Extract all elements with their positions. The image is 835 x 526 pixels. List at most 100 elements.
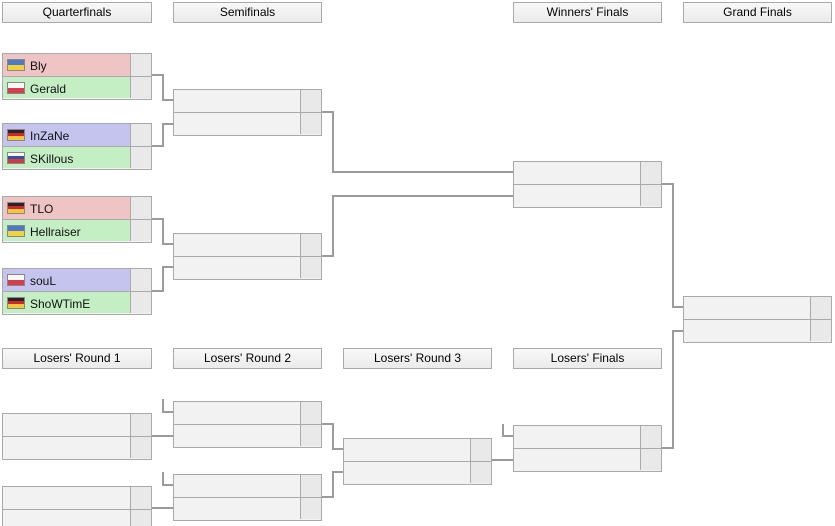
connector-line xyxy=(152,290,164,292)
match-quarterfinal-1: Bly Gerald xyxy=(2,53,152,100)
connector-line xyxy=(322,496,334,498)
empty-slot xyxy=(3,436,151,458)
match-losers-round2-1 xyxy=(173,401,322,448)
flag-germany-icon xyxy=(7,202,25,214)
score-cell xyxy=(810,297,831,319)
column-header-losers-round-1: Losers' Round 1 xyxy=(2,348,152,369)
connector-line xyxy=(152,74,164,76)
player-name: TLO xyxy=(30,201,54,216)
connector-line xyxy=(332,195,334,257)
connector-line xyxy=(162,411,173,413)
connector-line xyxy=(662,447,674,449)
empty-slot xyxy=(174,424,321,446)
flag-poland-icon xyxy=(7,274,25,286)
score-cell xyxy=(130,269,151,291)
player-row-skillous[interactable]: SKillous xyxy=(3,146,151,168)
connector-line xyxy=(332,471,343,473)
player-name: Hellraiser xyxy=(30,224,81,239)
player-name: SKillous xyxy=(30,151,74,166)
player-row-gerald[interactable]: Gerald xyxy=(3,76,151,98)
flag-germany-icon xyxy=(7,129,25,141)
connector-line xyxy=(322,255,334,257)
match-grand-finals xyxy=(683,296,832,343)
connector-line xyxy=(162,266,174,268)
column-header-grand-finals: Grand Finals xyxy=(683,2,832,23)
empty-slot xyxy=(174,256,321,278)
connector-line xyxy=(162,472,164,486)
column-header-semifinals: Semifinals xyxy=(173,2,322,23)
player-name: InZaNe xyxy=(30,128,70,143)
player-row-bly[interactable]: Bly xyxy=(3,54,151,76)
empty-slot xyxy=(174,402,321,424)
connector-line xyxy=(502,424,504,437)
connector-line xyxy=(162,266,164,292)
empty-slot xyxy=(174,475,321,497)
score-cell xyxy=(130,414,151,436)
match-winners-finals xyxy=(513,161,662,208)
flag-russia-icon xyxy=(7,152,25,164)
match-semifinal-2 xyxy=(173,233,322,280)
score-cell xyxy=(130,510,151,526)
score-cell xyxy=(300,234,321,256)
score-cell xyxy=(300,498,321,519)
connector-line xyxy=(332,171,513,173)
player-row-showtime[interactable]: ShoWTimE xyxy=(3,291,151,313)
score-cell xyxy=(640,185,661,206)
player-name: Bly xyxy=(30,58,47,73)
empty-slot xyxy=(174,112,321,134)
score-cell xyxy=(640,449,661,470)
score-cell xyxy=(130,437,151,458)
empty-slot xyxy=(3,414,151,436)
player-name: souL xyxy=(30,273,57,288)
empty-slot xyxy=(514,426,661,448)
connector-line xyxy=(162,243,174,245)
column-header-winners-finals: Winners' Finals xyxy=(513,2,662,23)
column-header-losers-round-2: Losers' Round 2 xyxy=(173,348,322,369)
empty-slot xyxy=(514,448,661,470)
connector-line xyxy=(162,123,174,125)
match-losers-finals xyxy=(513,425,662,472)
connector-line xyxy=(332,471,334,498)
connector-line xyxy=(162,399,164,412)
connector-line xyxy=(162,123,164,147)
player-row-hellraiser[interactable]: Hellraiser xyxy=(3,219,151,241)
connector-line xyxy=(332,111,334,173)
connector-line xyxy=(162,74,164,101)
empty-slot xyxy=(174,90,321,112)
player-row-tlo[interactable]: TLO xyxy=(3,197,151,219)
empty-slot xyxy=(344,461,491,483)
connector-line xyxy=(152,145,164,147)
connector-line xyxy=(662,183,674,185)
connector-line xyxy=(152,435,173,437)
match-losers-round1-1 xyxy=(2,413,152,460)
score-cell xyxy=(300,402,321,424)
connector-line xyxy=(492,459,513,461)
score-cell xyxy=(300,113,321,134)
match-quarterfinal-4: souL ShoWTimE xyxy=(2,268,152,315)
match-losers-round2-2 xyxy=(173,474,322,521)
score-cell xyxy=(300,475,321,497)
score-cell xyxy=(130,147,151,168)
connector-line xyxy=(162,218,164,245)
flag-ukraine-icon xyxy=(7,225,25,237)
column-header-losers-finals: Losers' Finals xyxy=(513,348,662,369)
empty-slot xyxy=(514,184,661,206)
match-quarterfinal-3: TLO Hellraiser xyxy=(2,196,152,243)
connector-line xyxy=(672,330,683,332)
empty-slot xyxy=(3,487,151,509)
connector-line xyxy=(322,423,334,425)
connector-line xyxy=(162,99,174,101)
score-cell xyxy=(300,257,321,278)
connector-line xyxy=(162,484,173,486)
connector-line xyxy=(152,507,173,509)
empty-slot xyxy=(344,439,491,461)
player-row-inzane[interactable]: InZaNe xyxy=(3,124,151,146)
empty-slot xyxy=(514,162,661,184)
connector-line xyxy=(502,435,513,437)
connector-line xyxy=(332,448,343,450)
flag-poland-icon xyxy=(7,82,25,94)
player-row-soul[interactable]: souL xyxy=(3,269,151,291)
score-cell xyxy=(130,220,151,241)
score-cell xyxy=(640,426,661,448)
player-name: ShoWTimE xyxy=(30,296,91,311)
